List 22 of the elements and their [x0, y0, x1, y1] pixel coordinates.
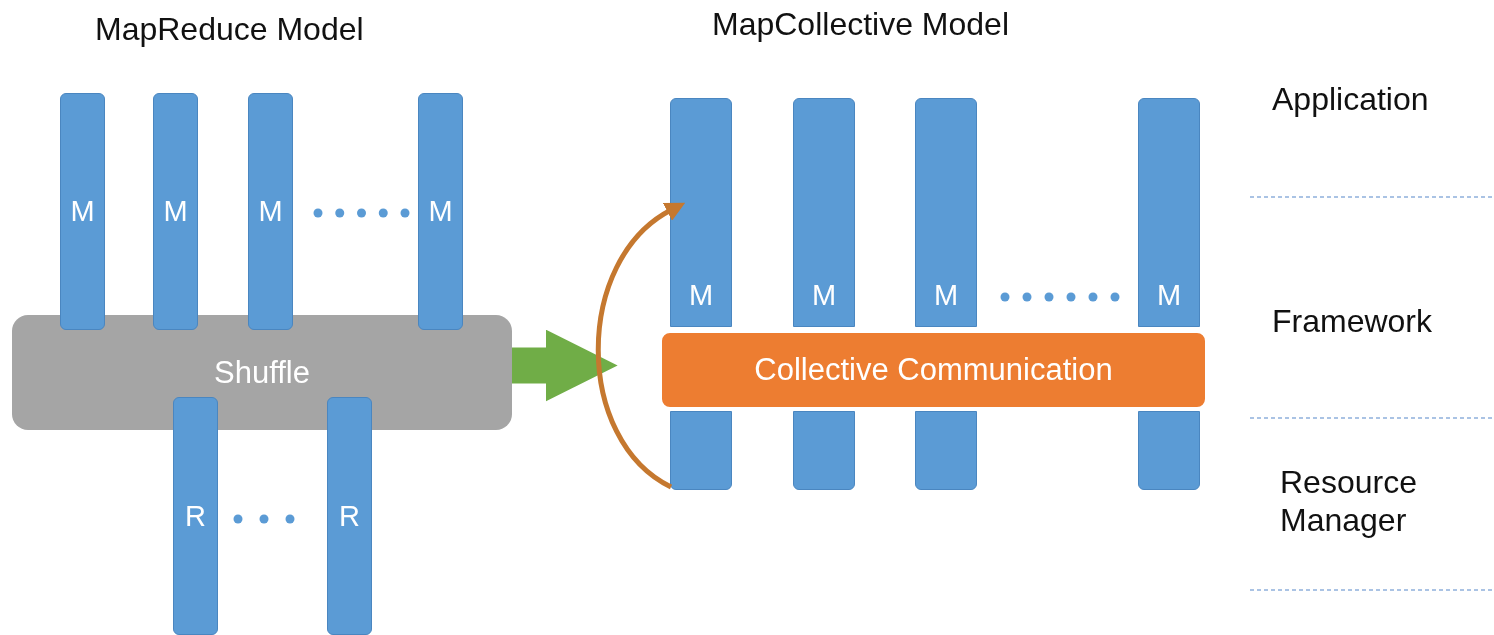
shuffle-band: Shuffle — [12, 315, 512, 430]
curved-arrow — [595, 201, 685, 490]
map-bar: M — [915, 98, 977, 327]
map-bar: M — [793, 98, 855, 327]
map-bar-lower-segment — [670, 411, 732, 490]
layer-label: Resource Manager — [1280, 463, 1418, 540]
map-bar: M — [153, 93, 198, 330]
panel-title: MapReduce Model — [95, 10, 364, 49]
map-bar-lower-segment — [793, 411, 855, 490]
map-bar-lower-segment — [915, 411, 977, 490]
map-bar: M — [670, 98, 732, 327]
block-arrow — [512, 329, 618, 402]
layer-label: Application — [1272, 80, 1429, 119]
map-bar: M — [1138, 98, 1200, 327]
layer-label: Framework — [1272, 302, 1432, 341]
panel-title: MapCollective Model — [712, 5, 1009, 44]
map-bar: M — [248, 93, 293, 330]
map-bar-lower-segment — [1138, 411, 1200, 490]
reduce-bar: R — [327, 397, 372, 635]
map-bar: M — [60, 93, 105, 330]
map-bar: M — [418, 93, 463, 330]
reduce-bar: R — [173, 397, 218, 635]
